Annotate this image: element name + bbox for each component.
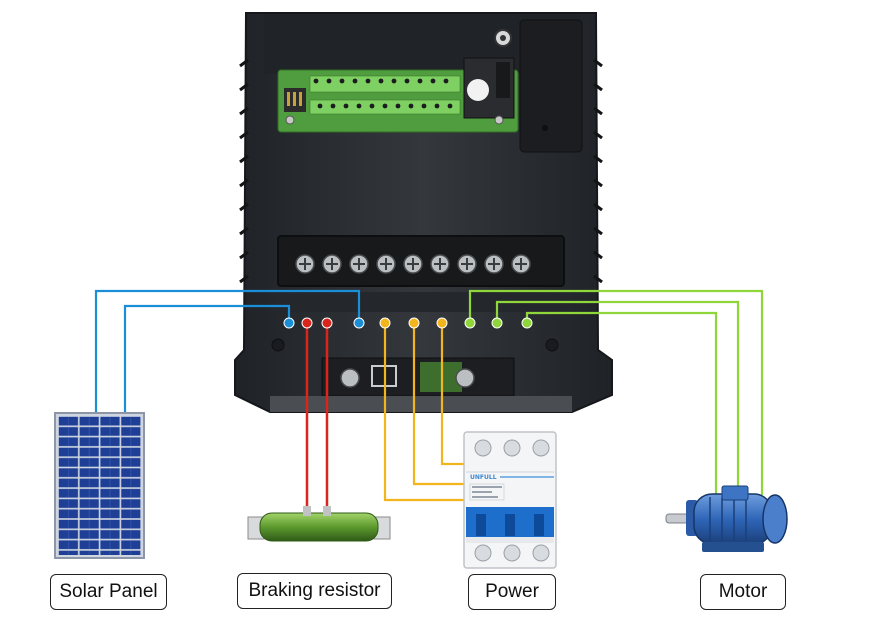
power-terminal-screws <box>295 254 531 274</box>
braking-resistor-wires <box>305 324 329 513</box>
solar-wires <box>94 289 361 418</box>
terminal-dots <box>283 317 533 329</box>
braking-resistor-label: Braking resistor <box>237 573 392 609</box>
solar-panel-label: Solar Panel <box>50 574 167 610</box>
motor-icon <box>665 485 788 552</box>
braking-resistor-icon <box>247 506 391 542</box>
circuit-breaker-icon: UNFULL <box>463 431 557 569</box>
power-wires <box>383 324 466 502</box>
breaker-brand: UNFULL <box>470 474 497 481</box>
motor-label: Motor <box>700 574 786 610</box>
power-label: Power <box>468 574 556 610</box>
solar-panel-icon <box>54 412 145 559</box>
inverter <box>234 12 613 413</box>
